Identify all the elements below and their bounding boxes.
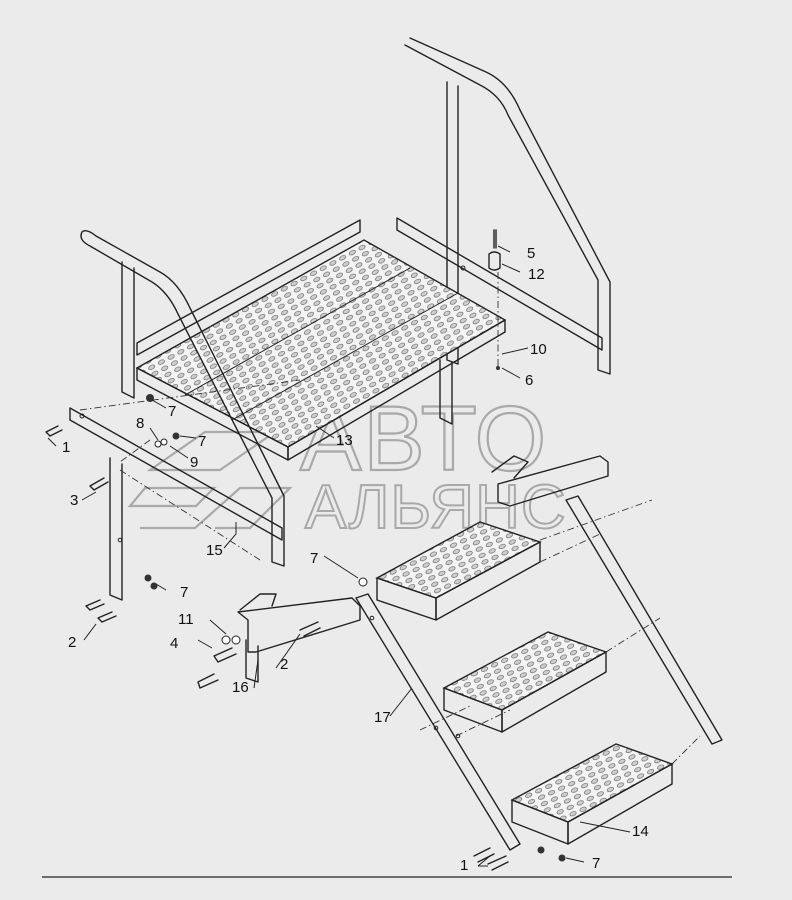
callout-label: 2 (68, 634, 76, 651)
callout-label: 12 (528, 266, 545, 283)
watermark-line2: АЛЬЯНС (305, 473, 567, 542)
callout-label: 5 (527, 245, 535, 262)
stringer-17 (355, 495, 723, 851)
callout-label: 10 (530, 341, 547, 358)
callout-label: 1 (460, 857, 468, 874)
callout-labels: 1 1 2 2 3 4 5 6 7 7 7 7 7 8 9 10 11 12 1… (62, 245, 649, 874)
callout-label: 17 (374, 709, 391, 726)
leader-lines (47, 245, 631, 867)
callout-label: 16 (232, 679, 249, 696)
front-handrail-15 (80, 229, 285, 567)
callout-label: 4 (170, 635, 178, 652)
callout-label: 2 (280, 656, 288, 673)
callout-label: 7 (592, 855, 600, 872)
callout-label: 7 (198, 433, 206, 450)
stair-bracket-16 (237, 593, 361, 683)
side-plate-10 (396, 217, 603, 351)
callout-label: 13 (336, 432, 353, 449)
stair-tread (375, 521, 674, 845)
callout-label: 1 (62, 439, 70, 456)
callout-label: 14 (632, 823, 649, 840)
callout-label: 8 (136, 415, 144, 432)
rear-handrail (404, 37, 611, 425)
callout-label: 3 (70, 492, 78, 509)
callout-label: 7 (180, 584, 188, 601)
alignment-lines (79, 272, 701, 765)
upper-bracket-right (491, 455, 609, 507)
callout-label: 15 (206, 542, 223, 559)
callout-label: 7 (310, 550, 318, 567)
callout-label: 7 (168, 403, 176, 420)
callout-label: 9 (190, 454, 198, 471)
callout-label: 6 (525, 372, 533, 389)
callout-label: 11 (178, 611, 194, 628)
watermark-logo (127, 430, 293, 530)
side-beam-left (69, 407, 283, 601)
fastener-bolt (45, 425, 509, 871)
pin-and-bushing (488, 229, 501, 271)
